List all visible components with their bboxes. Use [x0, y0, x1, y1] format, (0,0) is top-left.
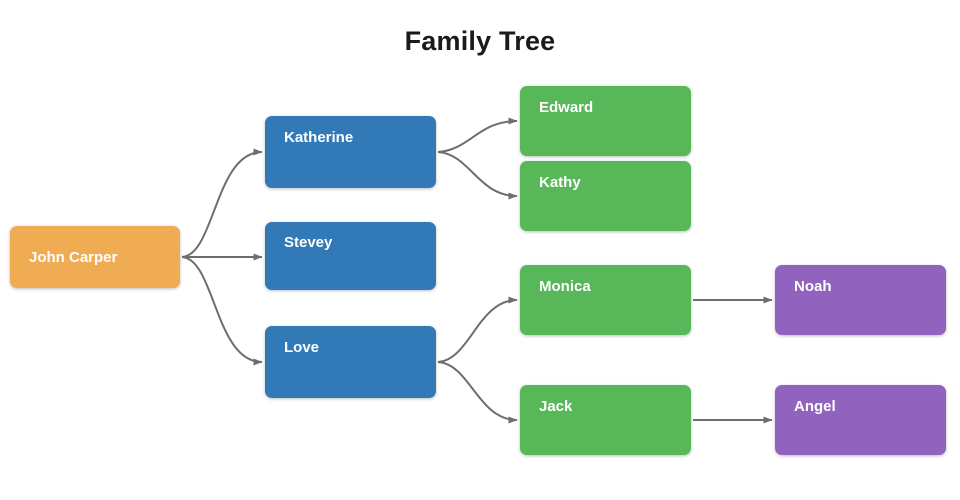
node-label: Edward	[539, 98, 594, 116]
node-label: Kathy	[539, 173, 581, 191]
node-love[interactable]: Love	[265, 326, 436, 398]
node-jack[interactable]: Jack	[520, 385, 691, 455]
node-label: Love	[284, 338, 320, 356]
node-label: Katherine	[284, 128, 354, 146]
node-stevey[interactable]: Stevey	[265, 222, 436, 290]
node-angel[interactable]: Angel	[775, 385, 946, 455]
node-edward[interactable]: Edward	[520, 86, 691, 156]
connector-katherine--kathy	[437, 151, 518, 200]
connector-love--monica	[437, 296, 518, 363]
connector-john-carper--katherine	[181, 148, 263, 258]
connector-john-carper--love	[181, 256, 263, 366]
node-label: Stevey	[284, 233, 333, 251]
node-kathy[interactable]: Kathy	[520, 161, 691, 231]
connector-love--jack	[437, 361, 518, 424]
node-john-carper[interactable]: John Carper	[10, 226, 180, 288]
page-title: Family Tree	[404, 26, 556, 56]
node-monica[interactable]: Monica	[520, 265, 691, 335]
node-label: Noah	[794, 277, 832, 295]
node-noah[interactable]: Noah	[775, 265, 946, 335]
node-label: John Carper	[29, 248, 118, 266]
node-label: Angel	[794, 397, 836, 415]
node-katherine[interactable]: Katherine	[265, 116, 436, 188]
connector-katherine--edward	[437, 117, 518, 153]
node-label: Jack	[539, 397, 573, 415]
node-label: Monica	[539, 277, 591, 295]
